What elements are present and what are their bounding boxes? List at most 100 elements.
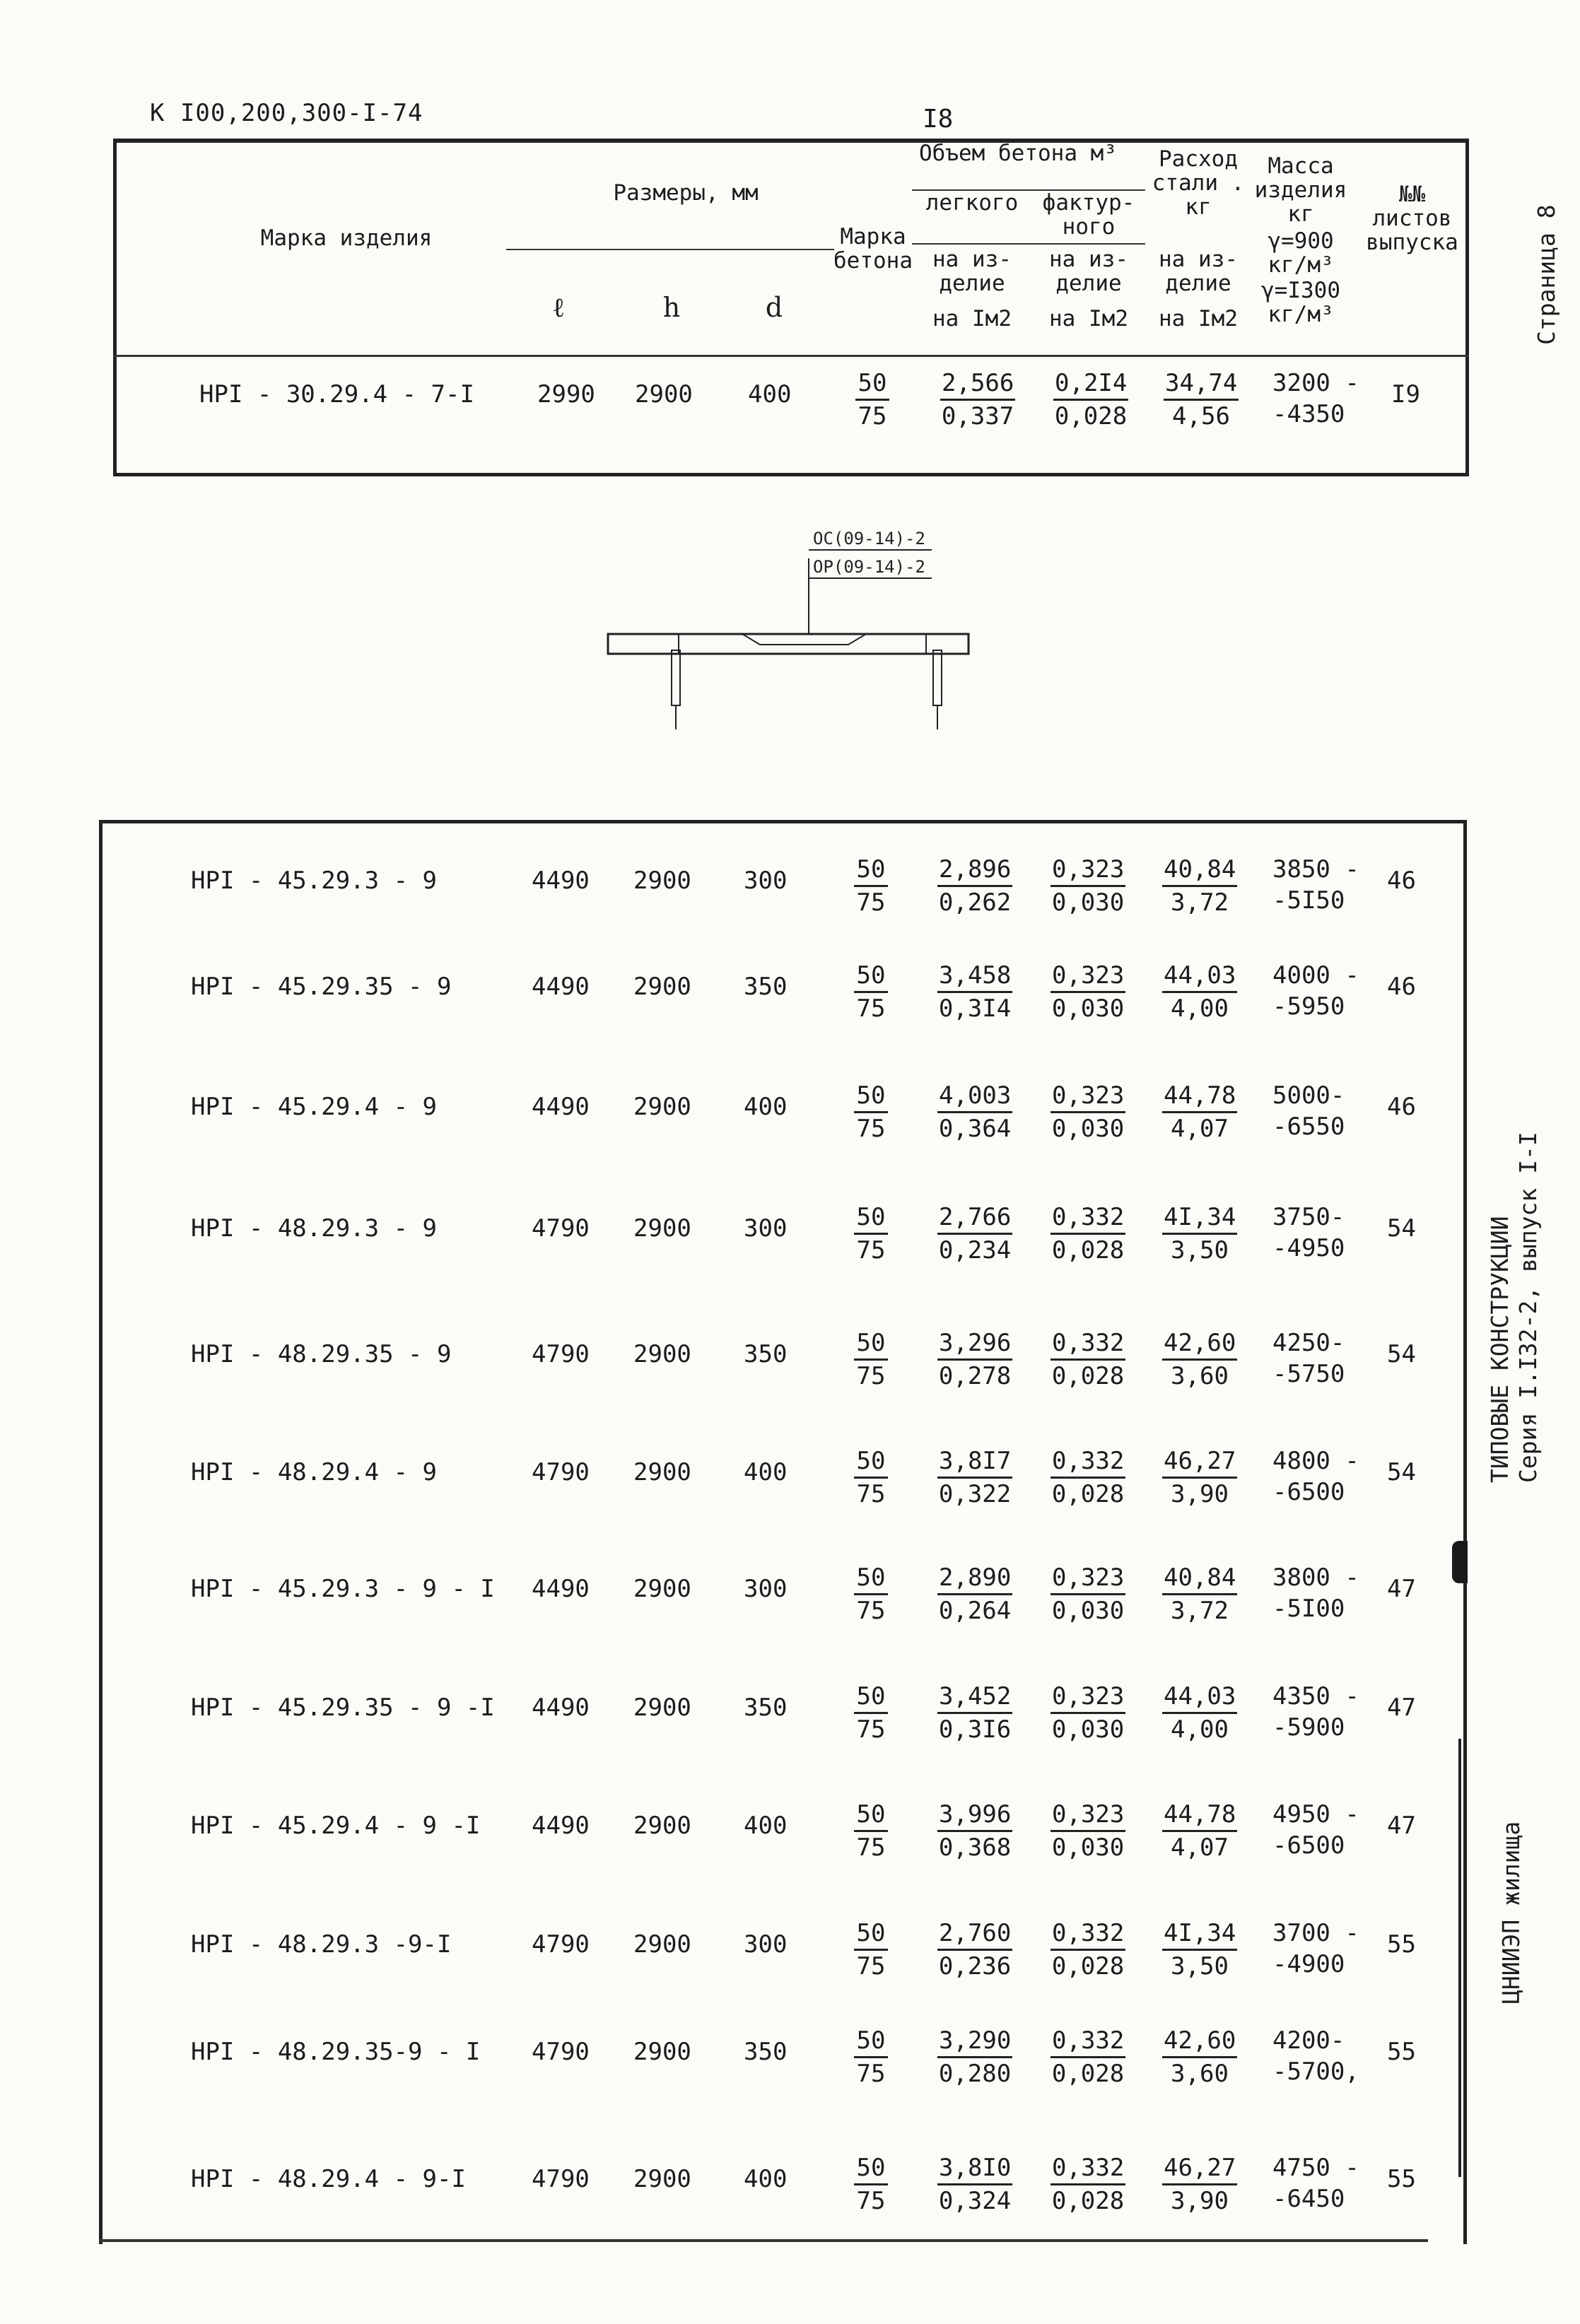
row-mass: 4800 --6500 [1272,1447,1359,1506]
series-line-2: Серия I.I32-2, выпуск I-I [1514,1132,1542,1483]
header-table [113,139,1469,476]
row-mass: 4000 --5950 [1272,961,1359,1021]
row-sheet: 46 [1387,867,1416,895]
series-line-1: ТИПОВЫЕ КОНСТРУКЦИИ [1486,1216,1514,1484]
row-h: 2900 [633,867,691,895]
main-table-bottom-rule [99,2239,1428,2242]
row-d: 350 [744,2038,788,2066]
top-row-mass: 3200 --4350 [1272,369,1359,428]
col-head-mark: Марка изделия [260,225,433,251]
row-l: 4790 [532,1930,590,1959]
row-sheet: 46 [1387,973,1416,1001]
steel-per-item: на из- делие [1159,247,1238,296]
col-head-sheets: №№ листов выпуска [1366,182,1458,255]
row-sheet: 47 [1387,1694,1416,1722]
col-head-volume: Объем бетона м³ [919,141,1117,166]
top-row-l: 2990 [537,380,595,409]
row-l: 4790 [532,2165,590,2193]
row-l: 4790 [532,1458,590,1486]
document-code: К I00,200,300-I-74 [150,99,423,127]
row-d: 400 [744,2165,788,2193]
drawing-label-1: ОС(09-14)-2 [813,529,925,548]
row-l: 4490 [532,1694,590,1722]
top-row-mark: НРI - 30.29.4 - 7-I [199,380,474,409]
col-head-steel: Расход стали . кг [1152,146,1245,220]
row-mark: НРI - 48.29.3 - 9 [191,1214,437,1243]
row-h: 2900 [633,1930,691,1959]
row-mark: НРI - 45.29.4 - 9 -I [191,1812,481,1840]
row-mark: НРI - 45.29.3 - 9 - I [191,1575,495,1603]
row-mass: 3800 --5I00 [1272,1563,1359,1623]
margin-marker [1452,1541,1468,1583]
col-head-d: d [765,292,783,323]
row-h: 2900 [633,1214,691,1243]
steel-per-m2: на Iм2 [1159,306,1238,331]
row-l: 4490 [532,973,590,1001]
row-l: 4490 [532,1575,590,1603]
col-head-mass: Масса изделия кг [1254,153,1347,227]
facing-per-m2: на Iм2 [1049,306,1128,331]
mass-gamma-1300: γ=I300 кг/м³ [1261,278,1340,327]
row-d: 300 [744,1930,788,1959]
top-row-sheet: I9 [1391,380,1420,409]
row-d: 400 [744,1093,788,1121]
row-mass: 4250--5750 [1272,1329,1345,1388]
col-head-grade: Марка бетона [833,224,913,274]
row-sheet: 46 [1387,1093,1416,1121]
row-l: 4490 [532,867,590,895]
row-l: 4790 [532,1214,590,1243]
row-sheet: 54 [1387,1340,1416,1368]
row-h: 2900 [633,2038,691,2066]
page-number: I8 [923,105,954,134]
light-per-item: на из- делие [932,247,1012,296]
light-per-m2: на Iм2 [932,306,1012,331]
main-table [99,820,1467,2244]
col-head-facing: фактур- ного [1042,190,1135,240]
row-mark: НРI - 48.29.4 - 9-I [191,2165,466,2193]
row-d: 350 [744,1340,788,1368]
top-row-h: 2900 [635,380,693,409]
row-mass: 4350 --5900 [1272,1682,1359,1742]
top-row-d: 400 [748,380,792,409]
row-sheet: 47 [1387,1812,1416,1840]
col-head-h: h [662,292,681,323]
row-l: 4790 [532,2038,590,2066]
row-sheet: 54 [1387,1214,1416,1243]
row-d: 300 [744,867,788,895]
row-mark: НРI - 48.29.35 - 9 [191,1340,452,1368]
row-mass: 4200--5700, [1272,2026,1359,2086]
